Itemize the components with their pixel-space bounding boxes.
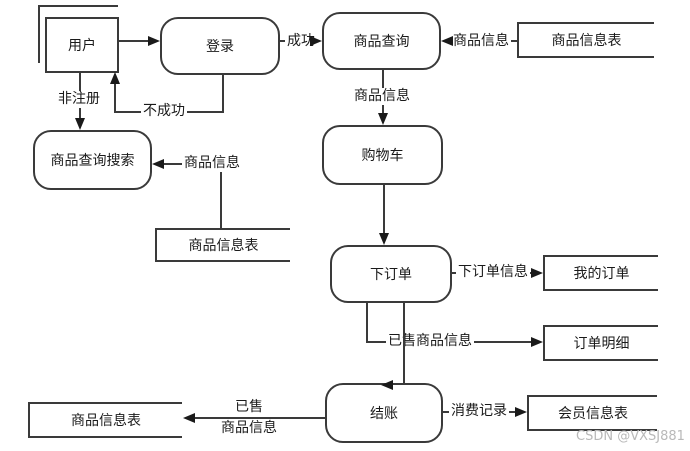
flow-label-sold-product-info: 已售商品信息	[386, 333, 474, 350]
connector-storemid-search-v	[220, 163, 222, 228]
flow-label-success: 成功	[285, 33, 317, 50]
flow-label-order-info: 下订单信息	[456, 264, 530, 281]
process-place-order: 下订单	[330, 245, 452, 303]
process-checkout: 结账	[325, 383, 443, 443]
flow-label-product-info-cart: 商品信息	[352, 88, 412, 105]
process-product-search: 商品查询搜索	[33, 130, 152, 190]
connector-fail-down	[222, 75, 224, 113]
store-product-info-mid: 商品信息表	[155, 228, 290, 262]
store-order-detail: 订单明细	[543, 325, 658, 361]
connector-cart-order	[383, 185, 385, 233]
store-product-info-mid-label: 商品信息表	[188, 238, 259, 254]
entity-user: 用户	[45, 17, 119, 73]
flow-label-product-info-search: 商品信息	[182, 155, 242, 172]
store-product-info-bottom-label: 商品信息表	[71, 413, 141, 429]
watermark-text: CSDN @VXSJ881	[576, 429, 685, 444]
store-my-orders: 我的订单	[543, 255, 658, 291]
user-entity-shadow	[38, 5, 118, 63]
arrowhead-right-icon	[515, 407, 527, 417]
arrowhead-left-icon	[152, 159, 164, 169]
flow-label-sold-line2: 商品信息	[221, 420, 277, 436]
arrowhead-down-icon	[378, 113, 388, 125]
arrowhead-right-icon	[148, 36, 160, 46]
process-product-query: 商品查询	[322, 12, 441, 70]
process-cart: 购物车	[322, 125, 443, 185]
connector-checkout-store	[195, 417, 325, 419]
flow-label-unregistered: 非注册	[56, 91, 102, 108]
arrowhead-left-icon	[381, 380, 393, 390]
flow-label-consumption: 消费记录	[449, 403, 509, 420]
arrowhead-right-icon	[531, 337, 543, 347]
connector-order-checkout	[403, 303, 405, 383]
process-product-query-label: 商品查询	[353, 34, 410, 50]
arrowhead-right-icon	[531, 268, 543, 278]
arrowhead-up-icon	[110, 72, 120, 84]
flow-label-sold-line1: 已售	[235, 399, 263, 415]
process-login: 登录	[160, 17, 280, 75]
store-my-orders-label: 我的订单	[573, 266, 630, 282]
entity-user-label: 用户	[68, 38, 96, 54]
arrowhead-right-icon	[310, 36, 322, 46]
arrowhead-left-icon	[441, 36, 453, 46]
arrowhead-left-icon	[183, 413, 195, 423]
connector-fail-up	[114, 84, 116, 112]
process-login-label: 登录	[206, 39, 234, 55]
flow-label-product-info-query: 商品信息	[451, 33, 511, 50]
flow-label-fail: 不成功	[141, 103, 187, 120]
process-product-search-label: 商品查询搜索	[50, 153, 135, 169]
store-member-info: 会员信息表	[527, 395, 657, 431]
store-member-info-label: 会员信息表	[558, 406, 628, 422]
arrowhead-down-icon	[379, 233, 389, 245]
connector-order-detail-v	[366, 303, 368, 343]
store-product-info-bottom: 商品信息表	[28, 402, 182, 438]
arrowhead-down-icon	[75, 118, 85, 130]
store-order-detail-label: 订单明细	[573, 336, 630, 352]
connector-user-login	[118, 40, 148, 42]
process-place-order-label: 下订单	[370, 267, 412, 283]
store-product-info-top: 商品信息表	[517, 22, 654, 58]
process-checkout-label: 结账	[370, 406, 398, 422]
store-product-info-top-label: 商品信息表	[551, 33, 622, 49]
process-cart-label: 购物车	[361, 148, 404, 164]
